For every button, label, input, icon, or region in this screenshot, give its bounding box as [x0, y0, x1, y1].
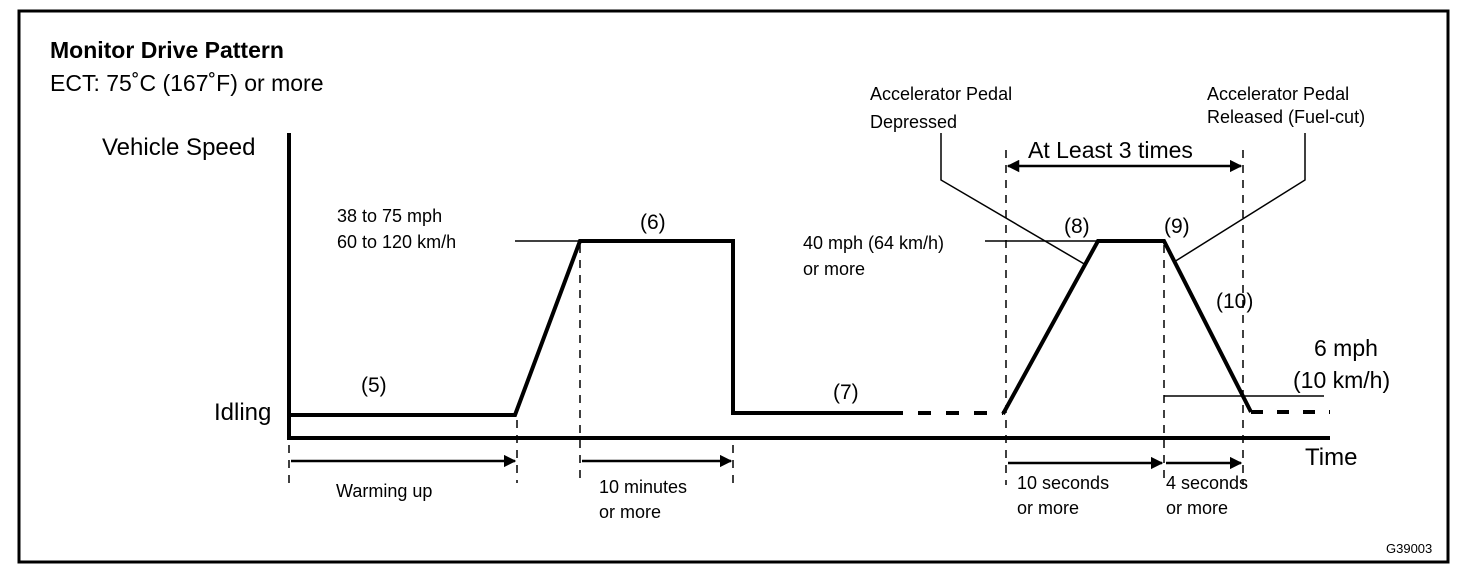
y-axis-label: Vehicle Speed [102, 134, 255, 161]
four-seconds-label-line2: or more [1166, 498, 1228, 518]
depressed-callout-leader [940, 133, 1087, 266]
high-speed-label-kmh: 60 to 120 km/h [337, 232, 456, 252]
phase-6-label: (6) [640, 211, 666, 234]
phase-5-label: (5) [361, 374, 387, 397]
four-seconds-label-line1: 4 seconds [1166, 473, 1248, 493]
diagram-subtitle: ECT: 75˚C (167˚F) or more [50, 70, 324, 96]
figure-code: G39003 [1386, 541, 1432, 556]
high-speed-label-mph: 38 to 75 mph [337, 206, 442, 226]
phase-8-label: (8) [1064, 215, 1090, 238]
ten-seconds-label-line2: or more [1017, 498, 1079, 518]
idling-label: Idling [214, 399, 271, 426]
diagram-title: Monitor Drive Pattern [50, 37, 284, 63]
mid-speed-label-more: or more [803, 259, 865, 279]
mid-speed-label: 40 mph (64 km/h) [803, 233, 944, 253]
low-speed-label-kmh: (10 km/h) [1293, 367, 1390, 393]
pedal-depressed-label-line1: Accelerator Pedal [870, 84, 1012, 104]
released-callout-leader [1173, 133, 1306, 263]
repeat-count-label: At Least 3 times [1028, 137, 1193, 163]
ten-minutes-label-line1: 10 minutes [599, 477, 687, 497]
phase-7-label: (7) [833, 381, 859, 404]
warmup-label: Warming up [336, 481, 432, 501]
pedal-released-label-line1: Accelerator Pedal [1207, 84, 1349, 104]
ten-seconds-label-line1: 10 seconds [1017, 473, 1109, 493]
ten-minutes-label-line2: or more [599, 502, 661, 522]
phase-10-label: (10) [1216, 290, 1253, 313]
pedal-depressed-label-line2: Depressed [870, 112, 957, 132]
low-speed-label-mph: 6 mph [1314, 335, 1378, 361]
speed-profile-first [291, 239, 890, 417]
figure-frame [17, 9, 1450, 564]
x-axis-label: Time [1305, 444, 1357, 471]
pedal-released-label-line2: Released (Fuel-cut) [1207, 107, 1365, 127]
phase-9-label: (9) [1164, 215, 1190, 238]
speed-profile-cycle [1001, 239, 1253, 415]
